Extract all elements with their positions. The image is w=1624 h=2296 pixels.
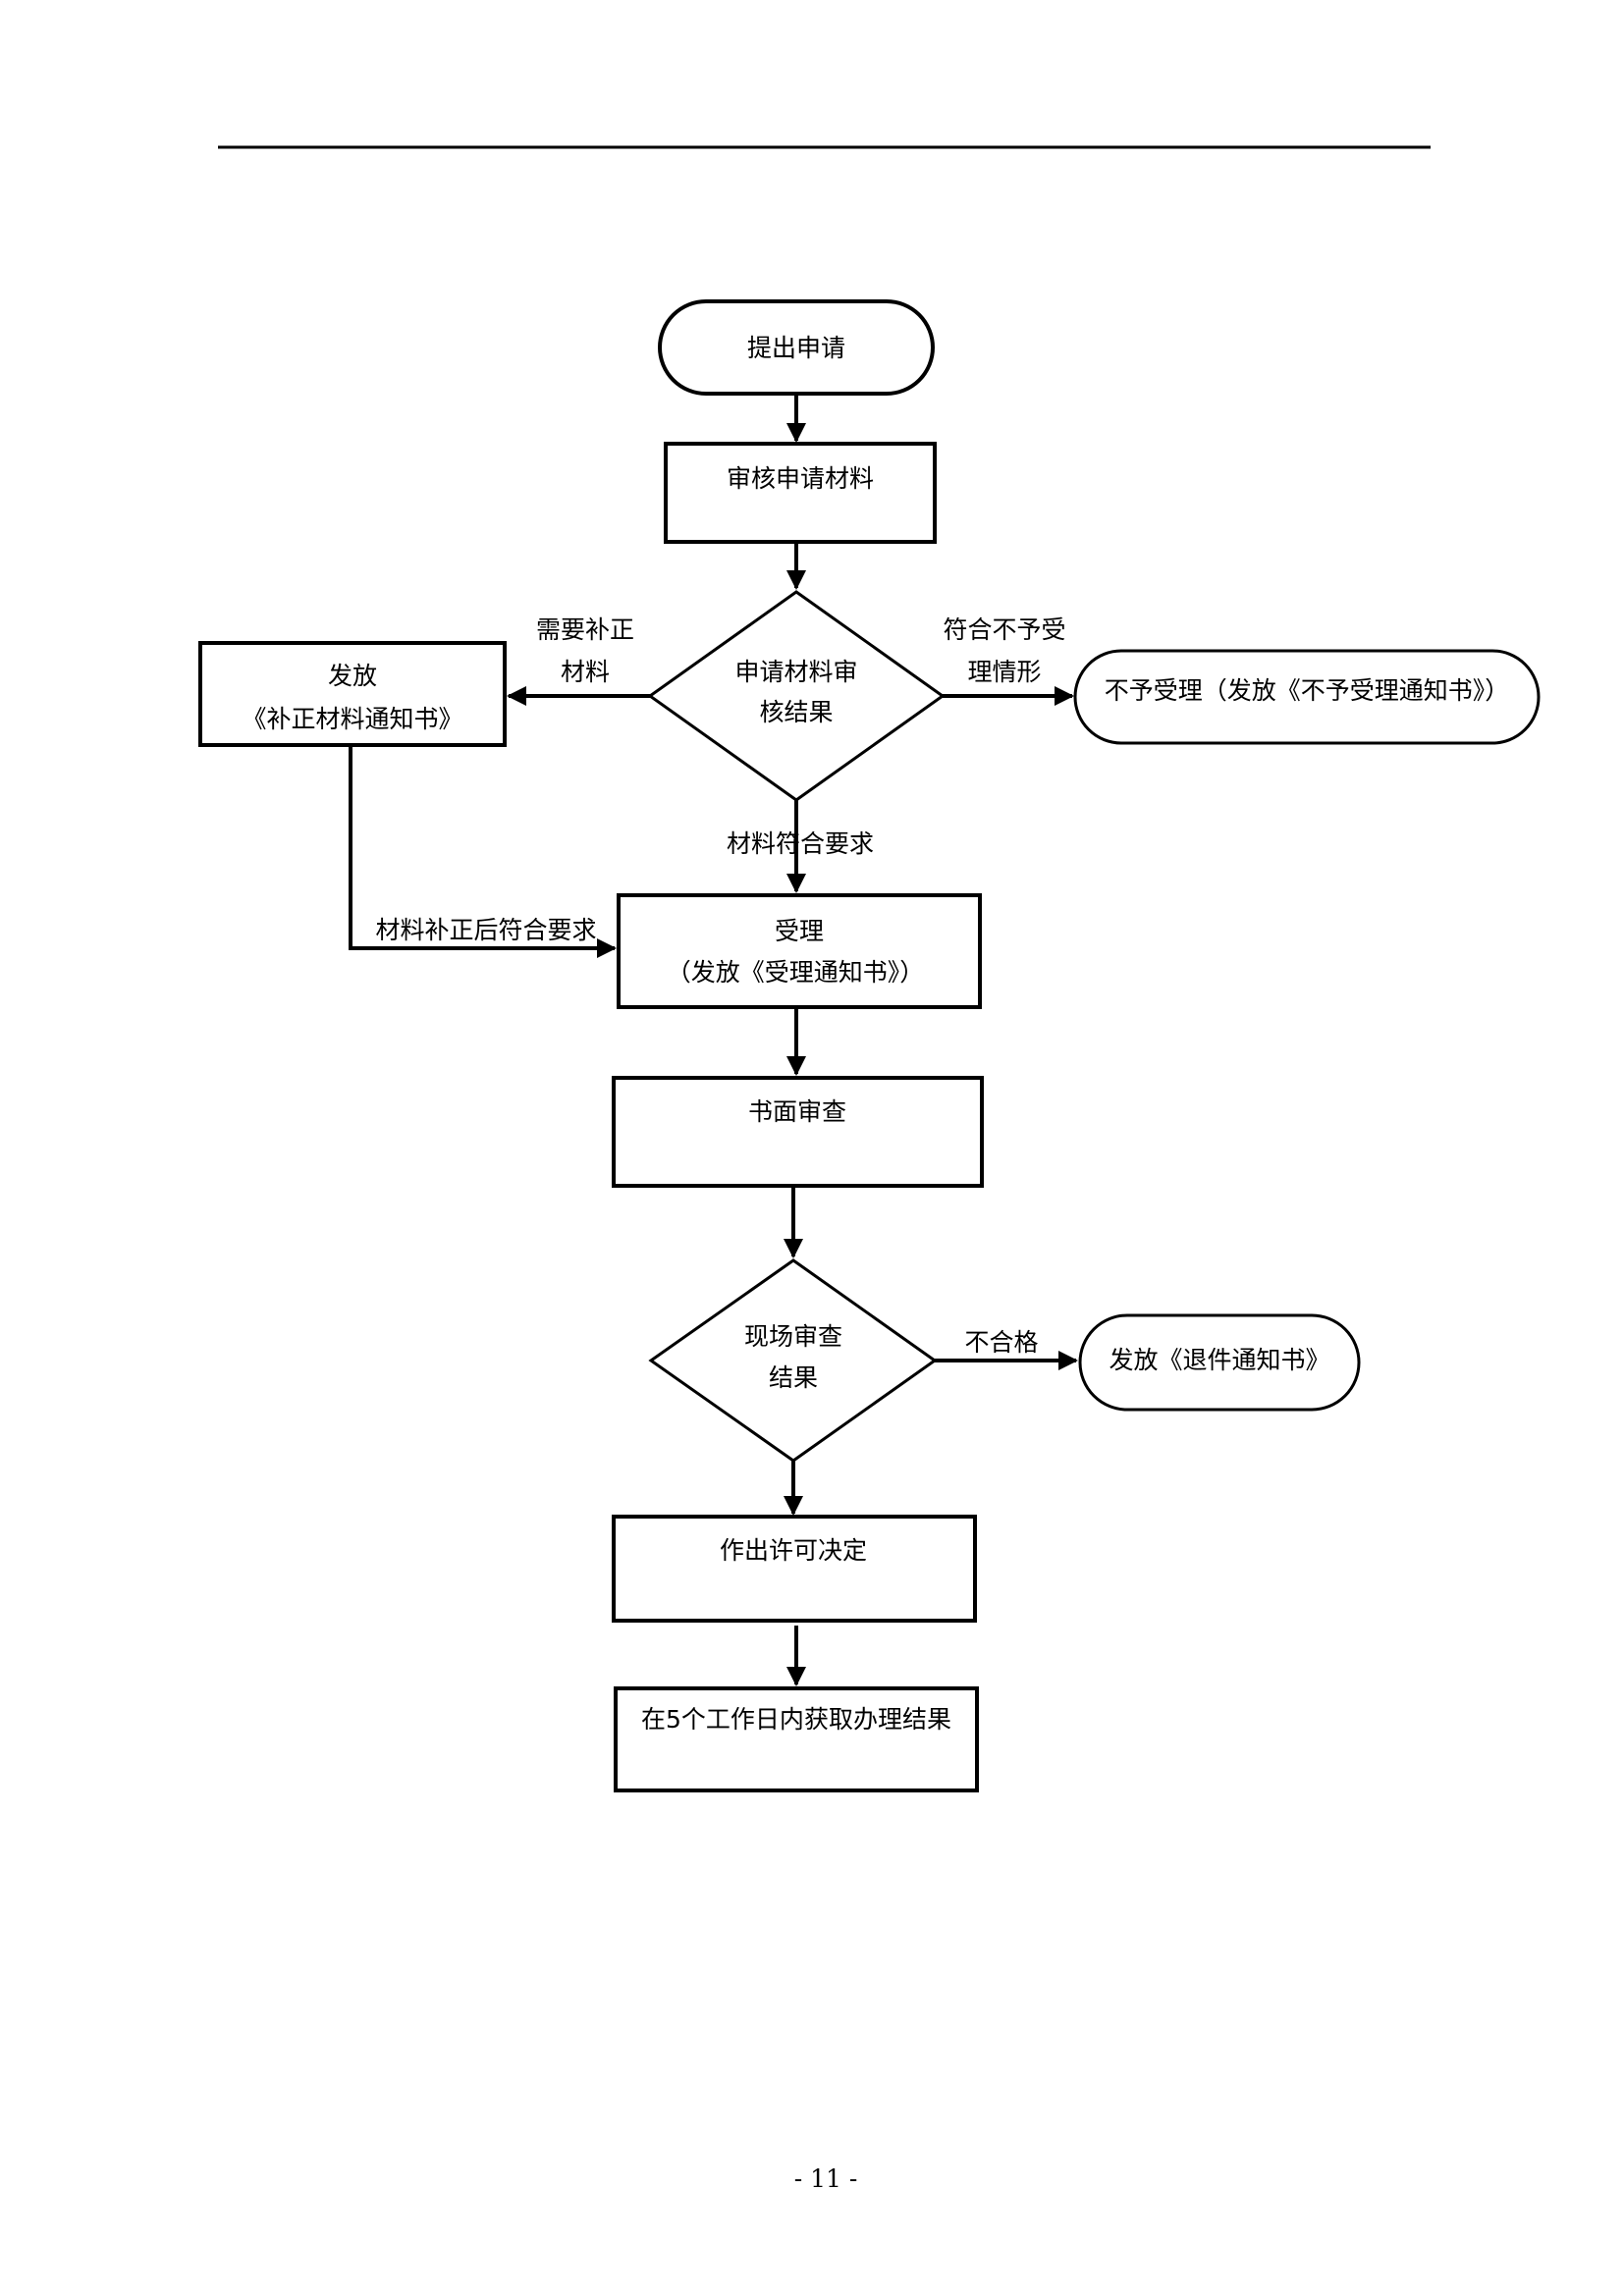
accept-label-line1: 受理 (775, 917, 824, 945)
arrow-correction-to-accept (349, 745, 617, 958)
decision2-label-line2: 结果 (769, 1363, 818, 1392)
decision1-diamond (647, 590, 946, 802)
edge-need-correction-line1: 需要补正 (536, 615, 634, 644)
permit-decision-box (612, 1515, 977, 1623)
start-label: 提出申请 (747, 334, 845, 362)
return-terminal (1078, 1313, 1361, 1412)
edge-reject-line1: 符合不予受 (943, 615, 1065, 644)
reject-terminal-label: 不予受理（发放《不予受理通知书》） (1105, 676, 1510, 705)
review-materials-box (664, 442, 937, 544)
edge-reject-line2: 理情形 (967, 658, 1041, 686)
reject-terminal (1073, 649, 1541, 745)
review-materials-label: 审核申请材料 (727, 464, 874, 493)
decision1-label-line1: 申请材料审 (734, 658, 857, 686)
edge-fail: 不合格 (964, 1328, 1038, 1357)
decision2-label-line1: 现场审查 (744, 1322, 842, 1351)
correction-notice-line1: 发放 (328, 662, 377, 690)
permit-decision-label: 作出许可决定 (720, 1536, 867, 1565)
decision1-label-line2: 核结果 (759, 698, 833, 726)
result-box (614, 1686, 979, 1792)
accept-box (617, 893, 982, 1009)
written-review-label: 书面审查 (748, 1097, 846, 1126)
result-label: 在5个工作日内获取办理结果 (641, 1705, 951, 1734)
edge-need-correction-line2: 材料 (561, 658, 610, 686)
correction-notice-line2: 《补正材料通知书》 (242, 705, 462, 733)
return-terminal-label: 发放《退件通知书》 (1109, 1346, 1329, 1374)
edge-materials-ok: 材料符合要求 (727, 829, 874, 858)
page-number: - 11 - (794, 2164, 858, 2193)
accept-label-line2: （发放《受理通知书》） (667, 958, 925, 987)
decision2-diamond (648, 1258, 938, 1463)
written-review-box (612, 1076, 984, 1188)
edge-corrected-ok: 材料补正后符合要求 (375, 916, 596, 944)
